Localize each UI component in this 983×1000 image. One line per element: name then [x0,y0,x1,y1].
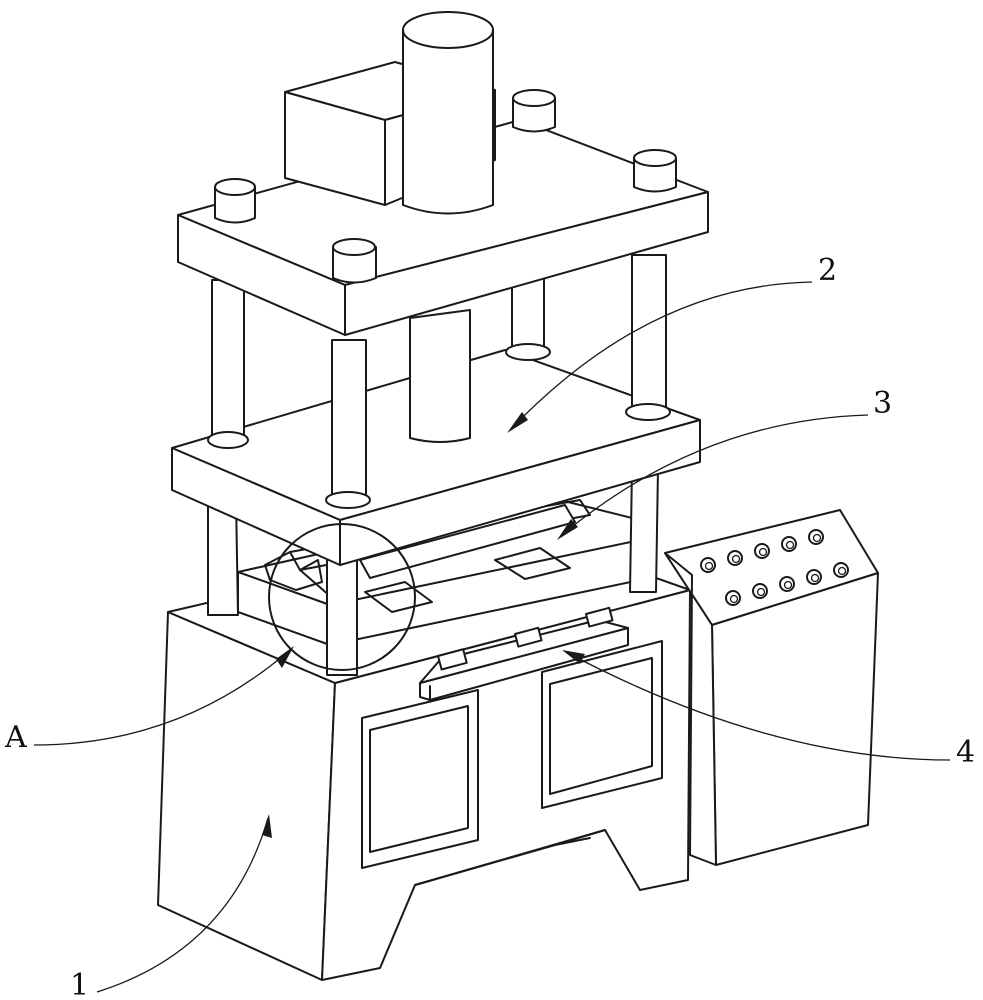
label-a: A [4,720,27,755]
label-2: 2 [818,253,837,288]
label-1: 1 [70,968,89,1000]
hydraulic-cylinder [403,30,493,214]
base-window-left [362,690,478,868]
label-3: 3 [873,386,892,421]
motor-assembly [285,12,495,214]
label-4: 4 [956,735,975,770]
control-cabinet [665,510,878,865]
